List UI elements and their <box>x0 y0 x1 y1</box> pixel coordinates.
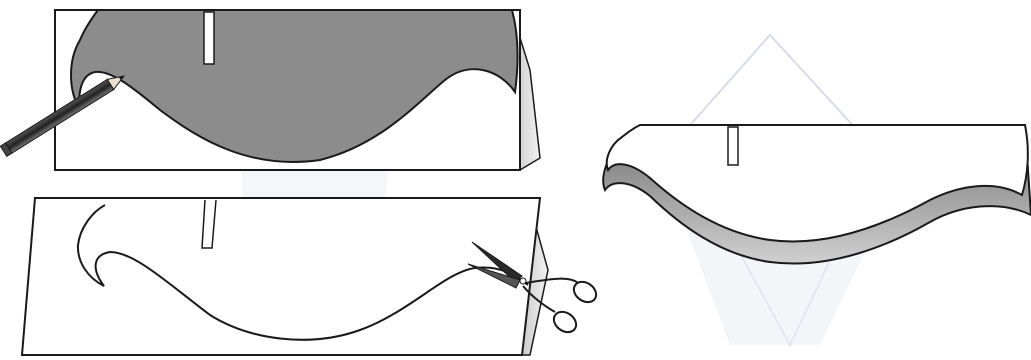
folded-paper <box>22 198 540 355</box>
slot-notch <box>728 127 738 165</box>
step-trace <box>0 10 540 170</box>
result-shape <box>607 125 1028 241</box>
slot-notch <box>204 12 214 64</box>
step-result <box>603 125 1031 264</box>
step-cut <box>22 198 600 355</box>
